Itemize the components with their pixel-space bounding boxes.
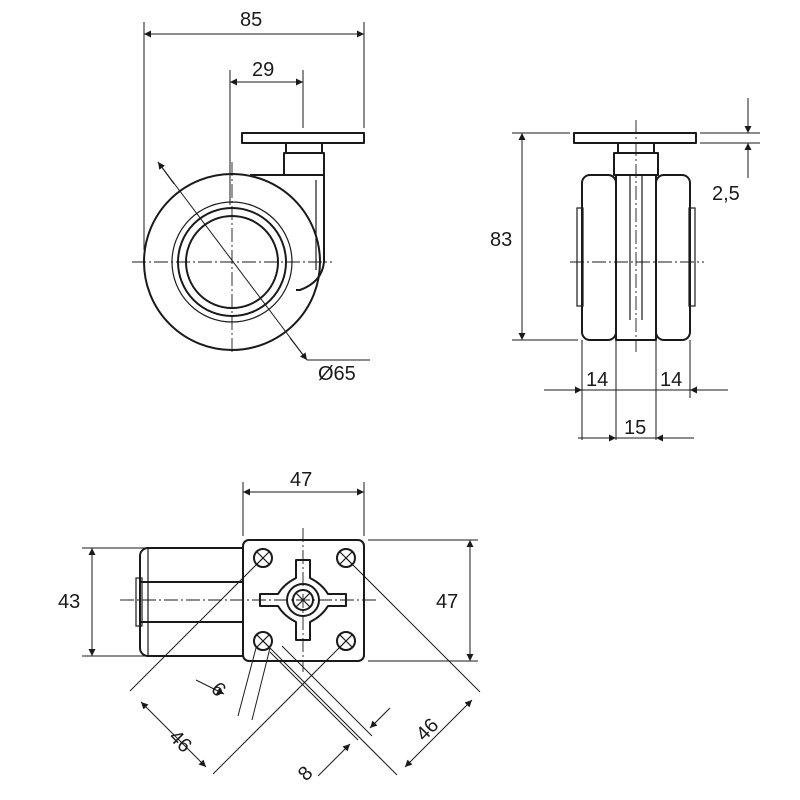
- top-view: 47 43 47 46 46 6 8: [58, 469, 481, 786]
- side-view-top-plate: [241, 132, 365, 144]
- plate-thickness-label: 2,5: [712, 183, 740, 205]
- plate-height-label: 47: [436, 591, 458, 613]
- side-view-swivel-stem: [285, 142, 323, 154]
- body-height-label: 43: [58, 591, 80, 613]
- offset-label: 29: [252, 59, 274, 81]
- plate-width-label: 47: [290, 469, 312, 491]
- hole-diameter-dimension: [195, 679, 225, 695]
- front-view: 83 2,5 14 14 15: [490, 98, 760, 442]
- hole-diameter-label: 6: [206, 678, 229, 701]
- mounting-hole-top-right: [336, 548, 356, 568]
- hole-spacing-right-label: 46: [412, 714, 443, 745]
- mounting-hole-bottom-right: [336, 631, 356, 651]
- hole-spacing-right-dimension: [404, 699, 473, 768]
- side-view: Ø65 85 29: [132, 9, 370, 385]
- wheel-diameter-label: Ø65: [318, 363, 356, 385]
- mounting-hole-top-left: [253, 548, 273, 568]
- mounting-hole-bottom-left: [253, 631, 273, 651]
- hole-spacing-left-dimension: [140, 701, 207, 768]
- wheel-width-left-label: 14: [586, 369, 608, 391]
- wheel-gap-label: 15: [624, 417, 646, 439]
- slot-width-label: 8: [294, 762, 317, 785]
- height-label: 83: [490, 229, 512, 251]
- top-view-center-boss: [259, 559, 347, 641]
- front-view-top-plate: [573, 132, 697, 144]
- front-view-wheel-left: [581, 174, 617, 341]
- side-view-swivel-collar: [283, 152, 325, 176]
- overall-width-label: 85: [240, 9, 262, 31]
- diameter-leader: [157, 161, 308, 361]
- front-view-wheel-right: [655, 174, 691, 341]
- slot-width-dimension: [317, 743, 351, 777]
- wheel-width-right-label: 14: [660, 369, 682, 391]
